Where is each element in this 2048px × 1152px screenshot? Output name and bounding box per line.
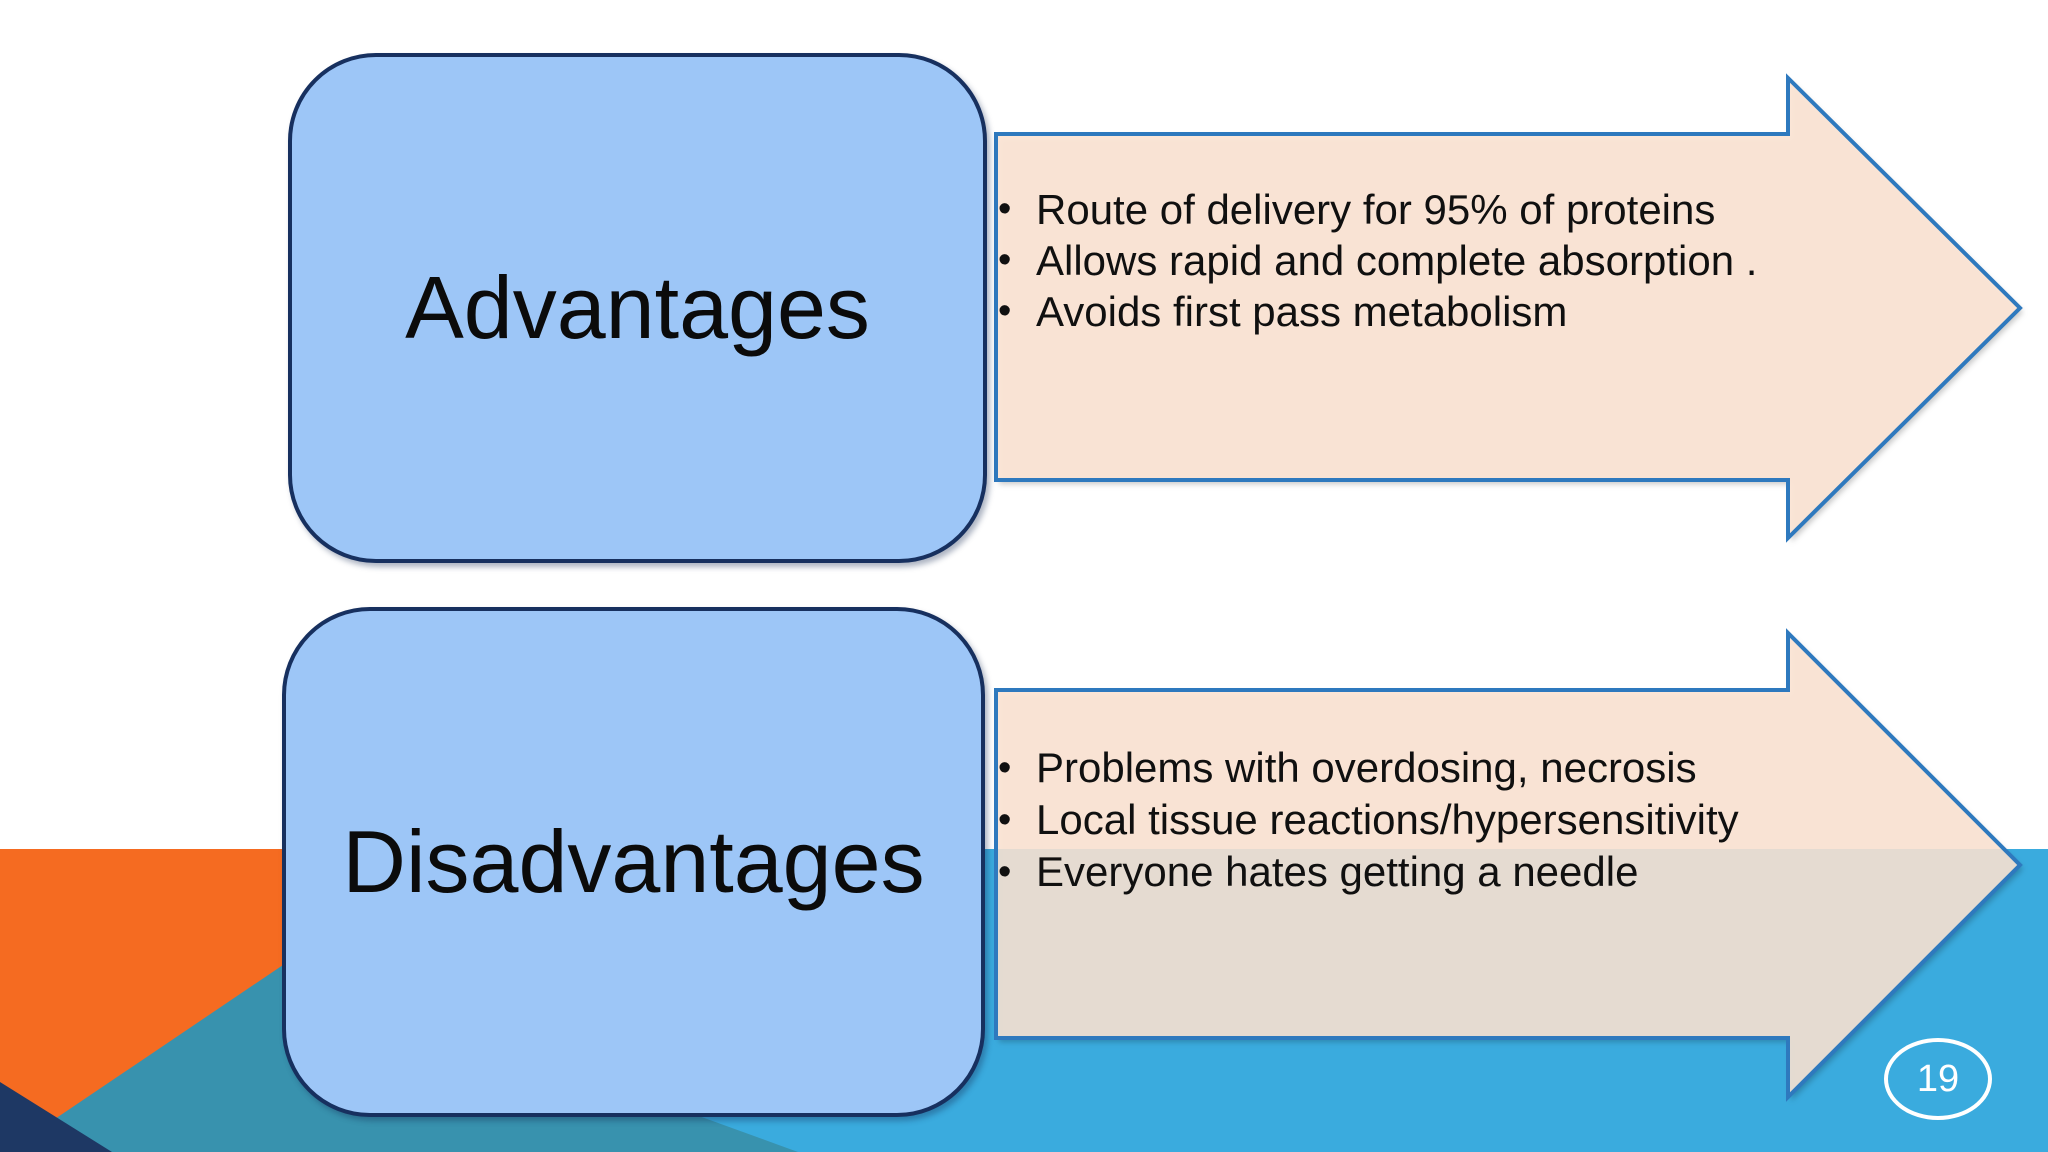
disadvantages-bullet-list: • Problems with overdosing, necrosis • L… — [996, 742, 1826, 898]
bullet-text: Avoids first pass metabolism — [1036, 287, 1568, 335]
page-number-badge: 19 — [1884, 1038, 1992, 1120]
advantages-label: Advantages — [405, 258, 870, 357]
bullet-item: • Local tissue reactions/hypersensitivit… — [996, 794, 1826, 846]
bullet-item: • Problems with overdosing, necrosis — [996, 742, 1826, 794]
advantages-box: Advantages — [288, 53, 987, 563]
disadvantages-label: Disadvantages — [342, 812, 925, 911]
bullet-dot-icon: • — [998, 290, 1012, 332]
advantages-bullet-list: • Route of delivery for 95% of proteins … — [996, 184, 1826, 337]
bullet-text: Route of delivery for 95% of proteins — [1036, 185, 1716, 233]
bullet-item: • Route of delivery for 95% of proteins — [996, 184, 1826, 235]
advantages-arrow-outline — [994, 73, 2023, 543]
disadvantages-box: Disadvantages — [282, 607, 985, 1117]
bullet-dot-icon: • — [998, 746, 1012, 789]
bullet-dot-icon: • — [998, 239, 1012, 281]
bullet-text: Local tissue reactions/hypersensitivity — [1036, 796, 1739, 843]
disadvantages-arrow-shape — [996, 633, 2020, 1097]
page-number: 19 — [1916, 1057, 1960, 1100]
bullet-item: • Allows rapid and complete absorption . — [996, 235, 1826, 286]
bullet-dot-icon: • — [998, 798, 1012, 841]
advantages-arrow-shape — [996, 78, 2020, 538]
bullet-item: • Avoids first pass metabolism — [996, 286, 1826, 337]
bullet-text: Everyone hates getting a needle — [1036, 848, 1639, 895]
bullet-dot-icon: • — [998, 188, 1012, 230]
navy-corner-shape — [0, 1082, 112, 1152]
disadvantages-arrow-outline — [994, 628, 2023, 1102]
bullet-item: • Everyone hates getting a needle — [996, 846, 1826, 898]
bullet-text: Problems with overdosing, necrosis — [1036, 744, 1697, 791]
bullet-dot-icon: • — [998, 850, 1012, 893]
bullet-text: Allows rapid and complete absorption . — [1036, 236, 1758, 284]
